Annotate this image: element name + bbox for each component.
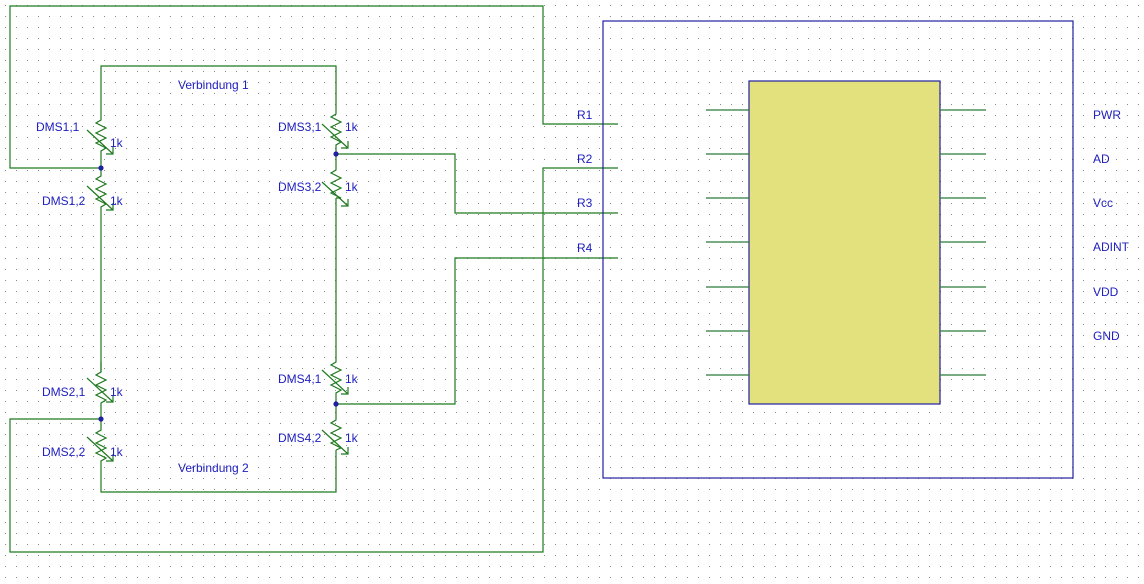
resistor-dms1-2[interactable] <box>86 168 114 212</box>
chip-right-pins <box>940 109 986 376</box>
resistor-name: DMS1,1 <box>36 120 80 134</box>
junction-dms1 <box>98 165 104 171</box>
resistor-dms3-2[interactable] <box>321 154 349 207</box>
junction-dms4 <box>333 401 339 407</box>
port-label-adint: ADINT <box>1093 240 1130 254</box>
resistor-dms2-1[interactable] <box>86 362 114 419</box>
port-label-r3: R3 <box>577 196 593 210</box>
wire-to-r4 <box>336 257 618 405</box>
resistor-name: DMS4,1 <box>278 372 322 386</box>
chip-body[interactable] <box>748 80 941 405</box>
wire-to-r1 <box>9 5 618 169</box>
port-label-gnd: GND <box>1093 329 1120 343</box>
resistor-name: DMS2,2 <box>42 445 86 459</box>
module-frame[interactable] <box>602 20 1074 479</box>
resistor-dms3-1[interactable] <box>321 112 349 154</box>
resistor-value: 1k <box>345 120 359 134</box>
port-label-r1: R1 <box>577 108 593 122</box>
port-label-r2: R2 <box>577 152 593 166</box>
resistor-value: 1k <box>110 385 124 399</box>
port-label-vcc: Vcc <box>1093 196 1113 210</box>
resistor-name: DMS3,2 <box>278 180 322 194</box>
chip-left-pins <box>706 109 749 376</box>
resistor-value: 1k <box>345 180 359 194</box>
resistor-dms4-1[interactable] <box>321 358 349 404</box>
junction-dms2 <box>98 416 104 422</box>
bridge-wiring <box>9 5 618 553</box>
wire-verbindung2 <box>100 450 337 493</box>
junctions <box>98 151 339 422</box>
port-label-vdd: VDD <box>1093 285 1119 299</box>
resistor-name: DMS3,1 <box>278 120 322 134</box>
port-label-r4: R4 <box>577 241 593 255</box>
resistor-value: 1k <box>345 431 359 445</box>
label-verbindung2: Verbindung 2 <box>178 461 249 475</box>
resistor-value: 1k <box>110 136 124 150</box>
resistor-value: 1k <box>110 445 124 459</box>
resistor-name: DMS1,2 <box>42 194 86 208</box>
resistor-value: 1k <box>110 194 124 208</box>
wire-to-r2 <box>9 167 618 553</box>
resistor-value: 1k <box>345 372 359 386</box>
label-verbindung1: Verbindung 1 <box>178 78 249 92</box>
resistor-dms2-2[interactable] <box>86 419 114 463</box>
wire-verbindung1 <box>100 65 337 112</box>
port-label-ad: AD <box>1093 152 1110 166</box>
resistor-dms4-2[interactable] <box>321 404 349 455</box>
wire-to-r3 <box>336 153 618 214</box>
port-label-pwr: PWR <box>1093 108 1121 122</box>
junction-dms3 <box>333 151 339 157</box>
resistor-dms1-1[interactable] <box>86 112 114 168</box>
resistor-name: DMS4,2 <box>278 431 322 445</box>
resistor-name: DMS2,1 <box>42 385 86 399</box>
